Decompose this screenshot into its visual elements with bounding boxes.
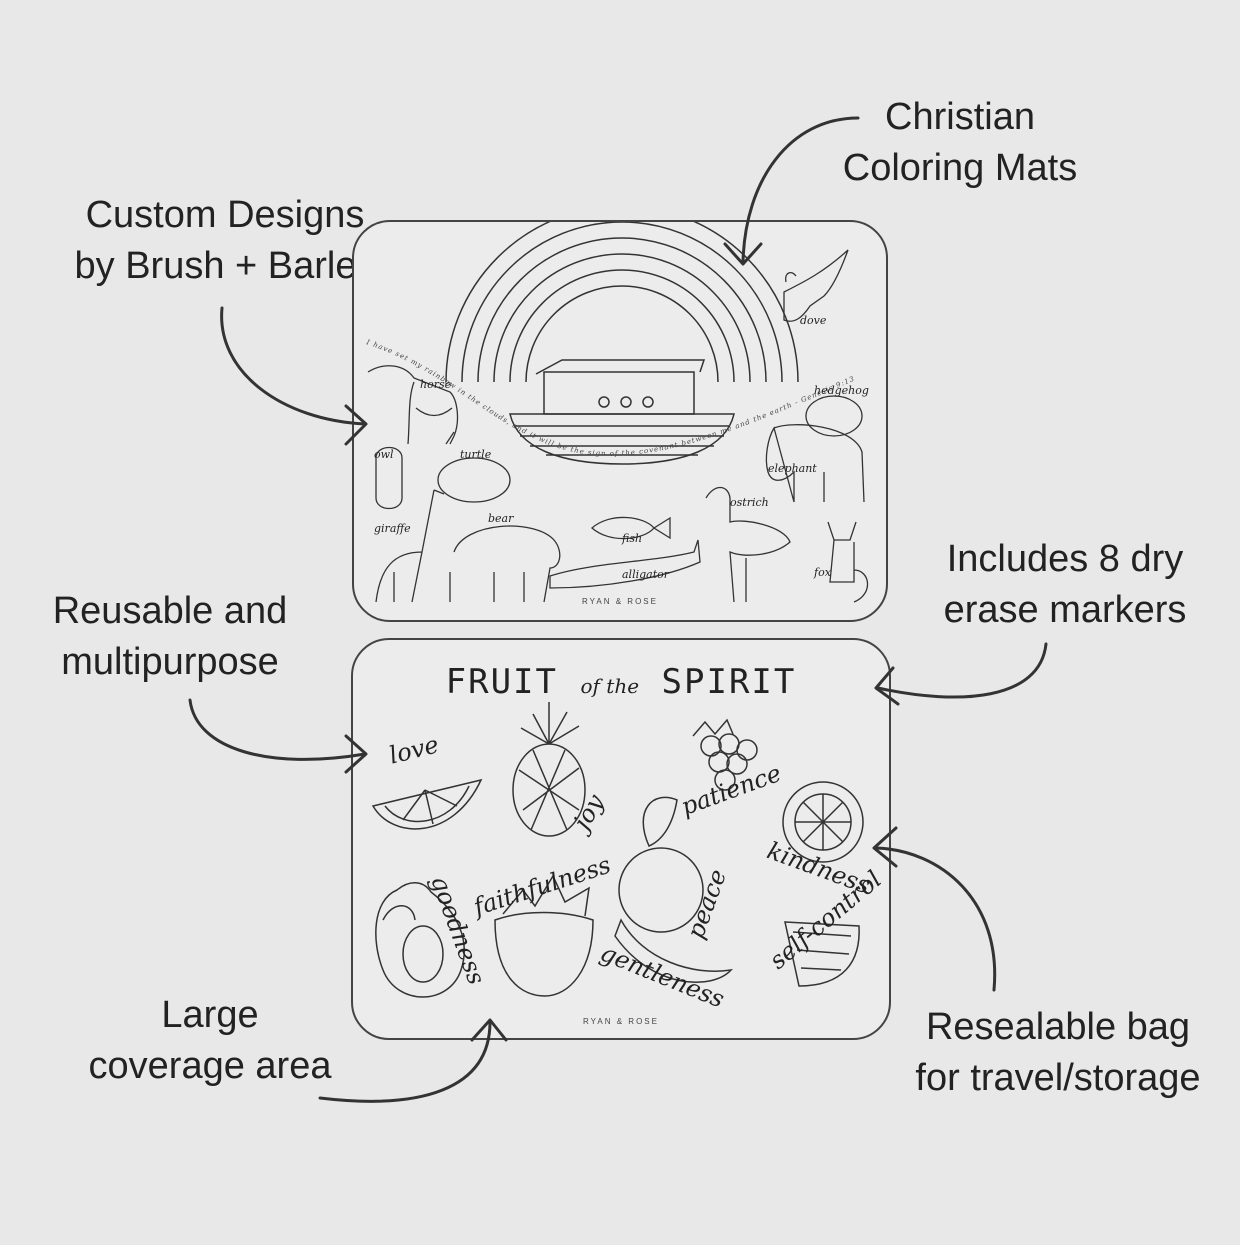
callout-reusable: Reusable and multipurpose (35, 586, 305, 688)
animal-label-owl: owl (374, 448, 394, 461)
verse-text: I have set my rainbow in the clouds, and… (364, 338, 856, 458)
title-word: FRUIT (445, 662, 558, 702)
brand-mark: RYAN & ROSE (583, 1017, 659, 1026)
callout-line: Reusable and (52, 590, 288, 632)
strawberry-icon (494, 874, 594, 997)
orange-slice-icon (371, 778, 483, 830)
callout-line: Christian (885, 96, 1035, 138)
coloring-mat-fruit-of-the-spirit: FRUIT of the SPIRIT (351, 638, 891, 1040)
ostrich-icon (705, 486, 791, 603)
arrow-markers (874, 642, 1048, 706)
raspberry-icon (692, 718, 758, 791)
lemon-slice-icon (782, 781, 864, 863)
coloring-mat-noahs-ark: I have set my rainbow in the clouds, and… (352, 220, 888, 622)
callout-line: erase markers (943, 589, 1187, 631)
callout-line: Includes 8 dry (946, 538, 1184, 580)
animal-label-giraffe: giraffe (374, 522, 411, 535)
fruit-illustration (371, 702, 864, 998)
dove-icon (783, 249, 849, 322)
peach-icon (618, 796, 704, 933)
callout-line: Custom Designs (85, 194, 365, 236)
owl-icon (375, 446, 403, 510)
ark-icon (509, 359, 735, 465)
pineapple-icon (512, 702, 586, 837)
animal-label-dove: dove (800, 314, 827, 327)
callout-line: Large (161, 994, 259, 1036)
animal-label-hedgehog: hedgehog (814, 384, 869, 397)
animal-label-fox: fox (814, 566, 831, 579)
animal-label-bear: bear (488, 512, 514, 525)
alligator-icon (549, 539, 701, 589)
callout-line: Coloring Mats (842, 147, 1078, 189)
ark-illustration: I have set my rainbow in the clouds, and… (364, 222, 869, 603)
callout-line: multipurpose (61, 641, 279, 683)
turtle-icon (437, 457, 511, 503)
callout-line: Resealable bag (925, 1006, 1191, 1048)
arrow-custom (220, 306, 368, 446)
watermelon-icon (784, 921, 860, 987)
horse-icon (367, 365, 459, 445)
title-word: SPIRIT (661, 662, 797, 702)
callout-christian-coloring-mats: Christian Coloring Mats (820, 92, 1100, 194)
fox-icon (827, 521, 869, 603)
banana-icon (614, 918, 733, 984)
mat-title: FRUIT of the SPIRIT (353, 662, 889, 702)
callout-line: for travel/storage (915, 1057, 1201, 1099)
papaya-icon (375, 882, 465, 998)
title-word: of the (580, 674, 640, 698)
hedgehog-icon (805, 395, 863, 437)
animal-label-horse: horse (420, 378, 452, 391)
animal-label-turtle: turtle (460, 448, 492, 461)
giraffe-icon (375, 489, 445, 603)
callout-dry-erase-markers: Includes 8 dry erase markers (925, 534, 1205, 636)
rainbow-icon (445, 222, 799, 383)
callout-line: by Brush + Barley (74, 245, 376, 287)
callout-large-coverage: Large coverage area (60, 990, 360, 1092)
animal-label-fish: fish (622, 532, 643, 545)
callout-line: coverage area (88, 1045, 332, 1087)
callout-resealable-bag: Resealable bag for travel/storage (888, 1002, 1228, 1104)
bear-icon (449, 525, 561, 603)
arrow-reusable (188, 698, 368, 774)
animal-label-elephant: elephant (768, 462, 817, 475)
elephant-icon (765, 424, 865, 503)
animal-label-alligator: alligator (622, 568, 670, 581)
animal-label-ostrich: ostrich (730, 496, 769, 509)
brand-mark: RYAN & ROSE (582, 597, 658, 606)
callout-custom-designs: Custom Designs by Brush + Barley (55, 190, 395, 292)
fish-icon (591, 516, 671, 540)
